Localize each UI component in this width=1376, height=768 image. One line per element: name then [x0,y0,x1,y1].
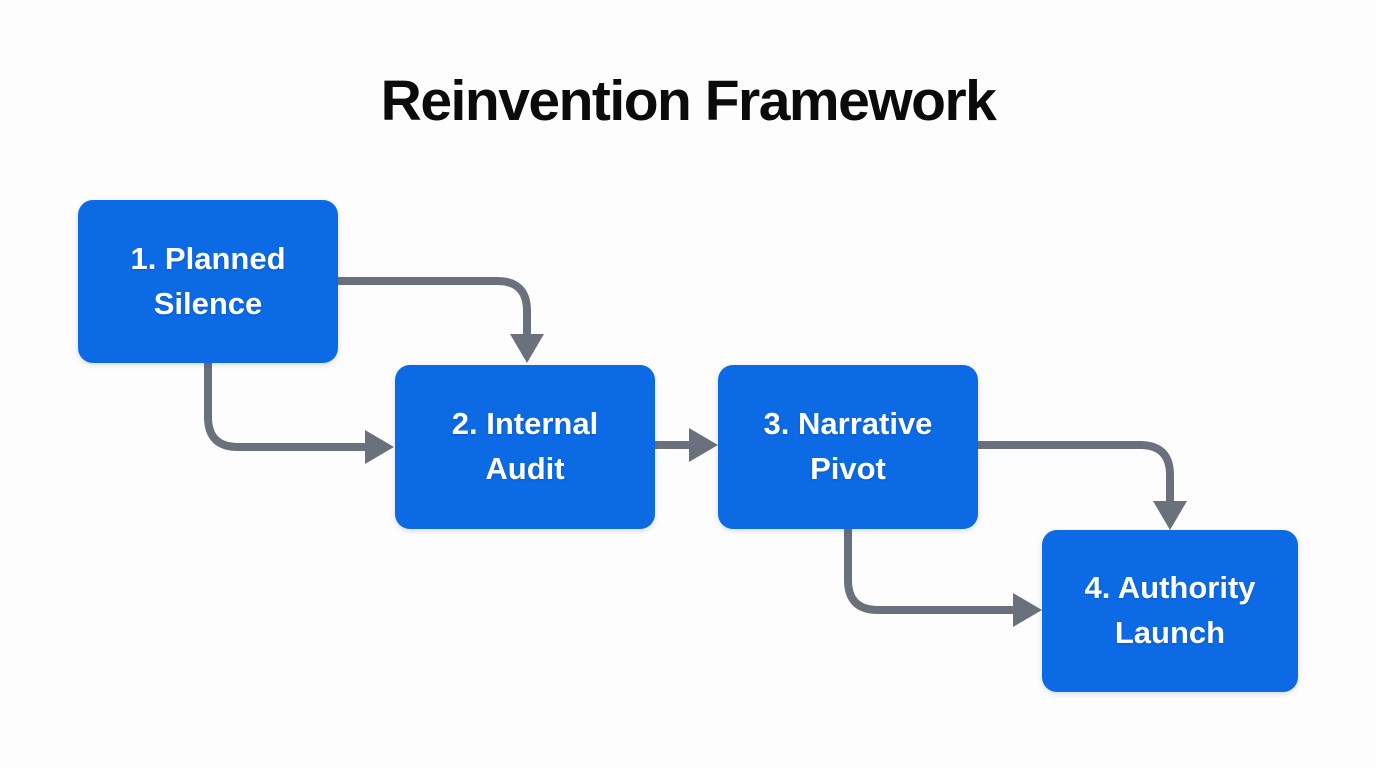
arrow-planned-silence-to-internal-audit-lower [204,363,394,464]
node-planned-silence: 1. Planned Silence [78,200,338,363]
node-planned-silence-label: 1. Planned Silence [130,240,286,321]
page-title: Reinvention Framework [380,69,997,133]
arrow-internal-audit-to-narrative-pivot [655,428,718,462]
arrow-narrative-pivot-to-authority-launch-lower [844,529,1042,627]
arrow-planned-silence-to-internal-audit-upper [338,277,544,363]
node-authority-launch: 4. Authority Launch [1042,530,1298,692]
arrow-narrative-pivot-to-authority-launch-upper [978,441,1187,530]
node-internal-audit: 2. Internal Audit [395,365,655,529]
node-internal-audit-label: 2. Internal Audit [451,406,599,486]
node-narrative-pivot: 3. Narrative Pivot [718,365,978,529]
node-narrative-pivot-label: 3. Narrative Pivot [763,406,933,486]
node-authority-launch-label: 4. Authority Launch [1084,570,1256,650]
